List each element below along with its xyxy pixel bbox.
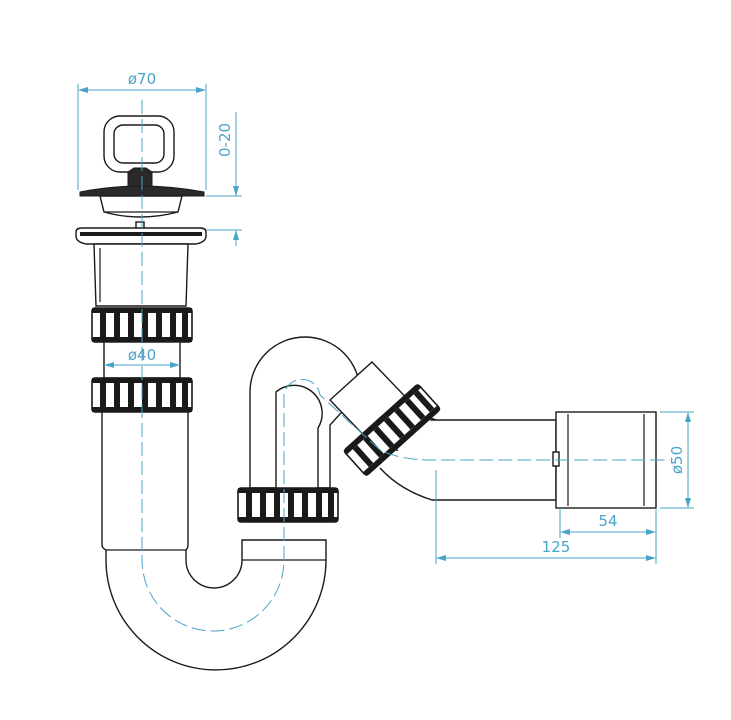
top-diameter-label: ø70 [128, 70, 156, 88]
outlet-length-label: 54 [598, 512, 617, 530]
dimension-outlet-reach: 125 [435, 470, 656, 564]
outlet-diameter-label: ø50 [668, 446, 686, 474]
slip-nut-elbow [343, 383, 441, 477]
dimension-outlet-diameter: ø50 [660, 411, 694, 509]
u-bend-trap [101, 411, 327, 671]
sink-flange [75, 227, 207, 307]
outlet-reach-label: 125 [542, 538, 571, 556]
stopper-range-label: 0-20 [216, 123, 234, 157]
dimension-outlet-length: 54 [559, 508, 657, 564]
inlet-diameter-label: ø40 [128, 346, 156, 364]
slip-nut-trap [237, 487, 339, 523]
dimension-top-diameter: ø70 [77, 70, 207, 190]
dimension-inlet-diameter: ø40 [104, 346, 180, 368]
dimension-stopper-range: 0-20 [206, 112, 242, 246]
centre-lines [141, 100, 670, 632]
pop-up-stopper [79, 115, 205, 231]
